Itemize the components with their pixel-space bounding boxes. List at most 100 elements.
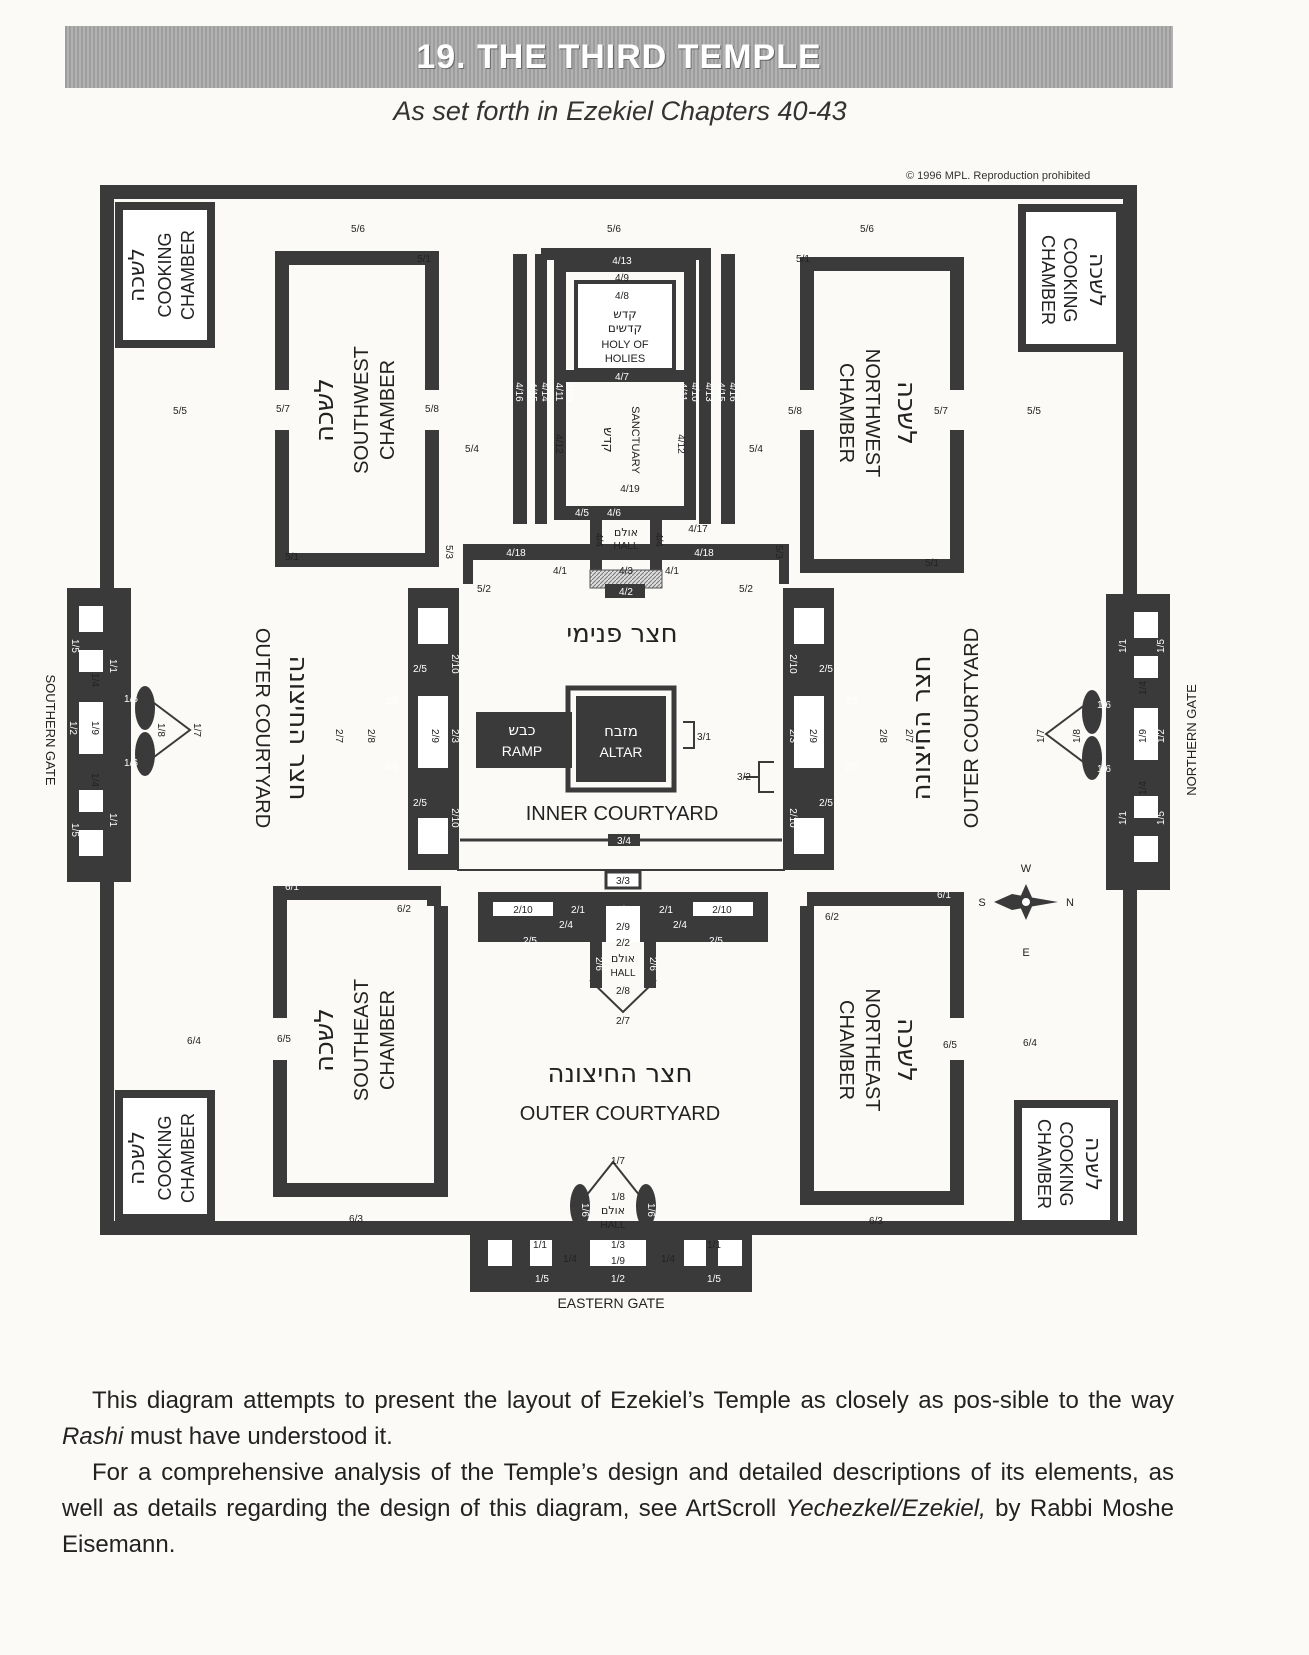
ref-label: 1/4 [563, 1254, 577, 1265]
altar-base [565, 685, 677, 793]
southwest-chamber-en: SOUTHWEST [351, 346, 373, 474]
compass-w: W [1021, 863, 1032, 875]
sanctuary-en: SANCTUARY [629, 406, 641, 474]
hall-en: HALL [610, 968, 635, 979]
ref-label: 2/10 [449, 808, 460, 828]
northwest-chamber: CHAMBER NORTHWEST לשכה [800, 257, 964, 573]
caption-italic: Yechezkel/Ezekiel, [785, 1495, 986, 1522]
ref-label: 2/5 [819, 798, 833, 809]
northwest-chamber-heb: לשכה [891, 381, 921, 445]
holy-of-holies-heb2: קדשים [608, 321, 642, 335]
northwest-chamber-en: NORTHWEST [861, 349, 883, 478]
hall-en: HALL [600, 1220, 625, 1231]
outer-courtyard-heb-north: חצר החיצונה [907, 655, 937, 800]
caption-italic: Rashi [62, 1423, 124, 1450]
eastern-gate: אולם HALL EASTERN GATE [470, 1160, 752, 1311]
ref-label: 1/4 [1138, 781, 1149, 795]
ref-label: 4/16 [727, 382, 738, 402]
cooking-chamber-en: COOKING [1056, 1121, 1076, 1206]
ref-label: 1/5 [1156, 639, 1167, 653]
eastern-gate-label: EASTERN GATE [557, 1295, 664, 1311]
ref-label: 1/5 [69, 639, 80, 653]
ref-label: 4/1 [553, 566, 567, 577]
ref-label: 2/9 [429, 729, 440, 743]
ref-label: 4/6 [607, 508, 621, 519]
ref-label: 5/3 [443, 545, 454, 559]
ref-label: 5/8 [788, 406, 802, 417]
northeast-chamber-en: NORTHEAST [861, 989, 883, 1112]
ref-label: 2/6 [647, 957, 658, 971]
ref-label: 5/6 [607, 224, 621, 235]
cooking-chamber-en: COOKING [155, 1115, 175, 1200]
cooking-chamber-nw-corner: לשכה COOKING CHAMBER [115, 202, 215, 348]
ref-label: 5/7 [276, 404, 290, 415]
cooking-chamber-en2: CHAMBER [178, 1113, 198, 1203]
ref-label: 6/4 [1023, 1038, 1037, 1049]
ref-label: 2/4 [559, 920, 573, 931]
caption-paragraph-1: This diagram attempts to present the lay… [62, 1383, 1174, 1455]
ref-label: 4/18 [694, 548, 714, 559]
ref-label: 1/4 [661, 1254, 675, 1265]
ref-label: 3/3 [616, 876, 630, 887]
outer-courtyard-heb-east: חצר החיצונה [547, 1059, 692, 1089]
hall-heb: אולם [614, 526, 638, 539]
ref-label: 4/12 [553, 434, 564, 454]
ref-label: 4/15 [715, 382, 726, 402]
ref-label: 2/5 [413, 798, 427, 809]
ref-label: 4/7 [615, 372, 629, 383]
ref-label: 2/5 [413, 664, 427, 675]
ref-label: 2/3 [449, 729, 460, 743]
inner-courtyard-heb: חצר פנימי [566, 619, 677, 649]
ref-label: 2/10 [712, 905, 732, 916]
altar [576, 696, 666, 782]
ref-label: 5/4 [749, 444, 763, 455]
ref-label: 1/6 [124, 758, 138, 769]
ref-label: 5/6 [351, 224, 365, 235]
ref-label: 3/1 [697, 732, 711, 743]
ref-label: 4/13 [612, 256, 632, 267]
ref-label: 1/1 [107, 813, 118, 827]
reference-labels: 5/6 5/6 5/6 5/1 5/1 5/5 5/5 5/7 5/8 5/8 … [67, 224, 1167, 1285]
ref-label: 2/6 [385, 696, 399, 707]
cooking-chamber-ne-corner: CHAMBER COOKING לשכה [1018, 204, 1124, 352]
northwest-chamber-en2: CHAMBER [835, 363, 857, 463]
ref-label: 2/10 [513, 905, 533, 916]
northeast-chamber-en2: CHAMBER [835, 1000, 857, 1100]
ref-label: 1/1 [1118, 811, 1129, 825]
sanctuary-building: קדש קדשים HOLY OF HOLIES קדש SANCTUARY א… [463, 248, 789, 598]
ref-label: 1/4 [89, 773, 100, 787]
southern-gate: SOUTHERN GATE [43, 588, 192, 882]
ref-label: 1/5 [69, 823, 80, 837]
inner-courtyard: חצר פנימי INNER COURTYARD כבש RAMP מזבח … [457, 588, 785, 871]
ref-label: 5/1 [925, 558, 939, 569]
ref-label: 6/3 [869, 1216, 883, 1227]
ref-label: 4/4 [653, 533, 664, 547]
ref-label: 1/7 [1036, 729, 1047, 743]
holy-of-holies-en1: HOLY OF [601, 339, 649, 351]
ref-label: 5/2 [477, 584, 491, 595]
southeast-chamber-en: SOUTHEAST [351, 979, 373, 1101]
ref-label: 4/14 [539, 382, 550, 402]
southeast-chamber-heb: לשכה [310, 1008, 340, 1072]
altar-en: ALTAR [599, 744, 642, 760]
ref-label: 2/5 [709, 936, 723, 947]
ref-label: 1/2 [611, 1274, 625, 1285]
ref-label: 1/3 [611, 1240, 625, 1251]
ref-label: 6/1 [285, 882, 299, 893]
ref-label: 2/6 [593, 957, 604, 971]
inner-gate-north [784, 588, 834, 870]
ref-label: 6/5 [277, 1034, 291, 1045]
ref-label: 2/10 [787, 654, 798, 674]
caption-text: This diagram attempts to present the lay… [92, 1387, 1174, 1414]
ref-label: 1/6 [1097, 700, 1111, 711]
southwest-chamber-heb: לשכה [310, 378, 340, 442]
ref-label: 6/2 [397, 904, 411, 915]
southwest-chamber: לשכה SOUTHWEST CHAMBER [275, 251, 439, 567]
ref-label: 5/5 [173, 406, 187, 417]
ref-label: 1/8 [155, 723, 166, 737]
ref-label: 2/7 [616, 1016, 630, 1027]
ref-label: 5/6 [860, 224, 874, 235]
ref-label: 2/8 [877, 729, 888, 743]
ref-label: 5/1 [417, 254, 431, 265]
inner-gate-south [408, 588, 458, 870]
